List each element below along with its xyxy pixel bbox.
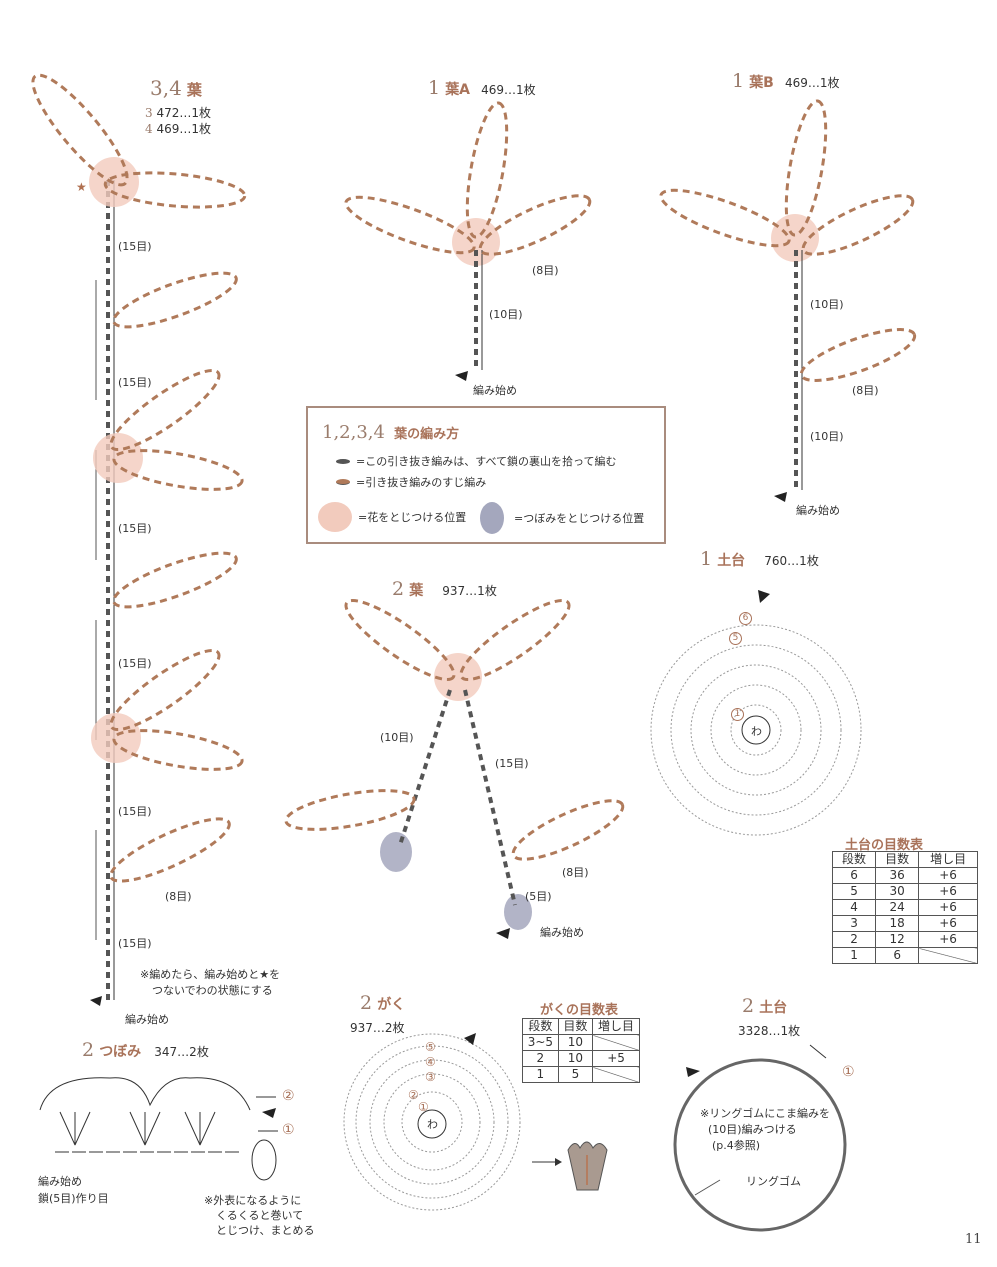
base1-table-title: 土台の目数表 [845, 838, 924, 853]
stitch-count: (8目) [852, 384, 879, 397]
round-mark: ② [408, 1088, 419, 1102]
stitch-count: (8目) [532, 264, 559, 277]
stitch-count: (10目) [810, 430, 844, 443]
round-mark: ⑤ [425, 1040, 436, 1054]
base1-chart [650, 590, 862, 836]
bud-position-icon [480, 502, 504, 534]
leaf1a-heading: 1 葉A 469…1枚 [428, 77, 536, 99]
leaf34-title: 葉 [186, 81, 202, 99]
stitch-count: (8目) [165, 890, 192, 903]
table-header-row: 段数 目数 増し目 [831, 851, 978, 868]
start-label: 編み始め [473, 384, 517, 397]
ring-center-label: わ [751, 725, 762, 738]
leaf34-note: ※編めたら、編み始めと★を つないでわの状態にする [140, 968, 281, 997]
leaf34-yarn-3: 3 472…1枚 [145, 106, 212, 120]
stitch-count: (15目) [495, 757, 529, 770]
stitch-count: (15目) [118, 240, 152, 253]
bud2-note: ※外表になるように くるくると巻いて とじつけ、まとめる [204, 1194, 315, 1237]
leaf1b-heading: 1 葉B 469…1枚 [732, 70, 840, 92]
stitch-count: (15目) [118, 376, 152, 389]
round-mark: ① [418, 1100, 429, 1114]
base2-heading: 2 土台 [742, 995, 788, 1017]
stitch-count: (15目) [118, 937, 152, 950]
round-mark: ① [842, 1064, 855, 1080]
leaf34-yarn-4: 4 469…1枚 [145, 122, 212, 136]
brown-slip-stitch-icon [336, 479, 350, 485]
flower-position-marker [93, 433, 143, 483]
legend-bud-position: =つぼみをとじつける位置 [480, 502, 644, 534]
round-mark: 1 [731, 708, 744, 721]
leaf34-chart [31, 73, 247, 1006]
calyx2-yarn: 937…2枚 [350, 1021, 405, 1035]
bud2-heading: 2 つぼみ 347…2枚 [82, 1039, 209, 1061]
leaf34-heading: 3,4 葉 [150, 76, 202, 100]
table-header-row: 段数 目数 増し目 [522, 1018, 640, 1035]
dark-slip-stitch-icon [336, 458, 350, 464]
legend-item: =引き抜き編みのすじ編み [336, 474, 486, 490]
flower-position-marker [91, 713, 141, 763]
base2-note: ※リングゴムにこま編みを (10目)編みつける (p.4参照) [700, 1107, 830, 1152]
star-icon: ★ [76, 180, 87, 194]
stitch-count: (8目) [562, 866, 589, 879]
start-label: 編み始め [125, 1013, 169, 1026]
bud2-chart [39, 1077, 278, 1181]
bud-position-marker [380, 832, 412, 872]
calyx2-heading: 2 がく [360, 992, 406, 1014]
stitch-count: (15目) [118, 657, 152, 670]
stitch-count: (10目) [810, 298, 844, 311]
calyx2-chart [343, 1033, 608, 1211]
leaf1b-chart [659, 99, 917, 502]
round-mark: 6 [739, 612, 752, 625]
round-mark: 5 [729, 632, 742, 645]
base2-chart [673, 1044, 847, 1232]
round-mark: ③ [425, 1070, 436, 1084]
stitch-count: (15目) [118, 805, 152, 818]
bud2-start-label: 編み始め 鎖(5目)作り目 [38, 1175, 109, 1205]
base1-heading: 1 土台 760…1枚 [700, 548, 819, 570]
legend-heading: 1,2,3,4 葉の編み方 [322, 422, 460, 443]
stitch-count: (10目) [489, 308, 523, 321]
stitch-count: (10目) [380, 731, 414, 744]
leaf2-heading: 2 葉 937…1枚 [392, 578, 497, 600]
page-number: 11 [965, 1232, 982, 1247]
ring-center-label: わ [427, 1118, 438, 1131]
ring-elastic-label: リングゴム [746, 1175, 801, 1188]
bud-position-marker [504, 894, 532, 930]
leaf1a-chart [344, 101, 592, 381]
row-mark: ② [282, 1088, 295, 1104]
start-label: 編み始め [540, 926, 584, 939]
stitch-count: (15目) [118, 522, 152, 535]
calyx2-table-title: がくの目数表 [540, 1003, 619, 1018]
leaf2-chart [284, 598, 625, 939]
start-label: 編み始め [796, 504, 840, 517]
legend-item: =この引き抜き編みは、すべて鎖の裏山を拾って編む [336, 453, 616, 469]
round-mark: ④ [425, 1055, 436, 1069]
leaf34-number: 3,4 [150, 76, 182, 100]
legend-flower-position: =花をとじつける位置 [318, 502, 466, 532]
base2-yarn: 3328…1枚 [738, 1024, 801, 1038]
legend-box: 1,2,3,4 葉の編み方 =この引き抜き編みは、すべて鎖の裏山を拾って編む =… [306, 406, 666, 544]
row-mark: ① [282, 1122, 295, 1138]
stitch-count: (5目) [525, 890, 552, 903]
flower-position-icon [318, 502, 352, 532]
